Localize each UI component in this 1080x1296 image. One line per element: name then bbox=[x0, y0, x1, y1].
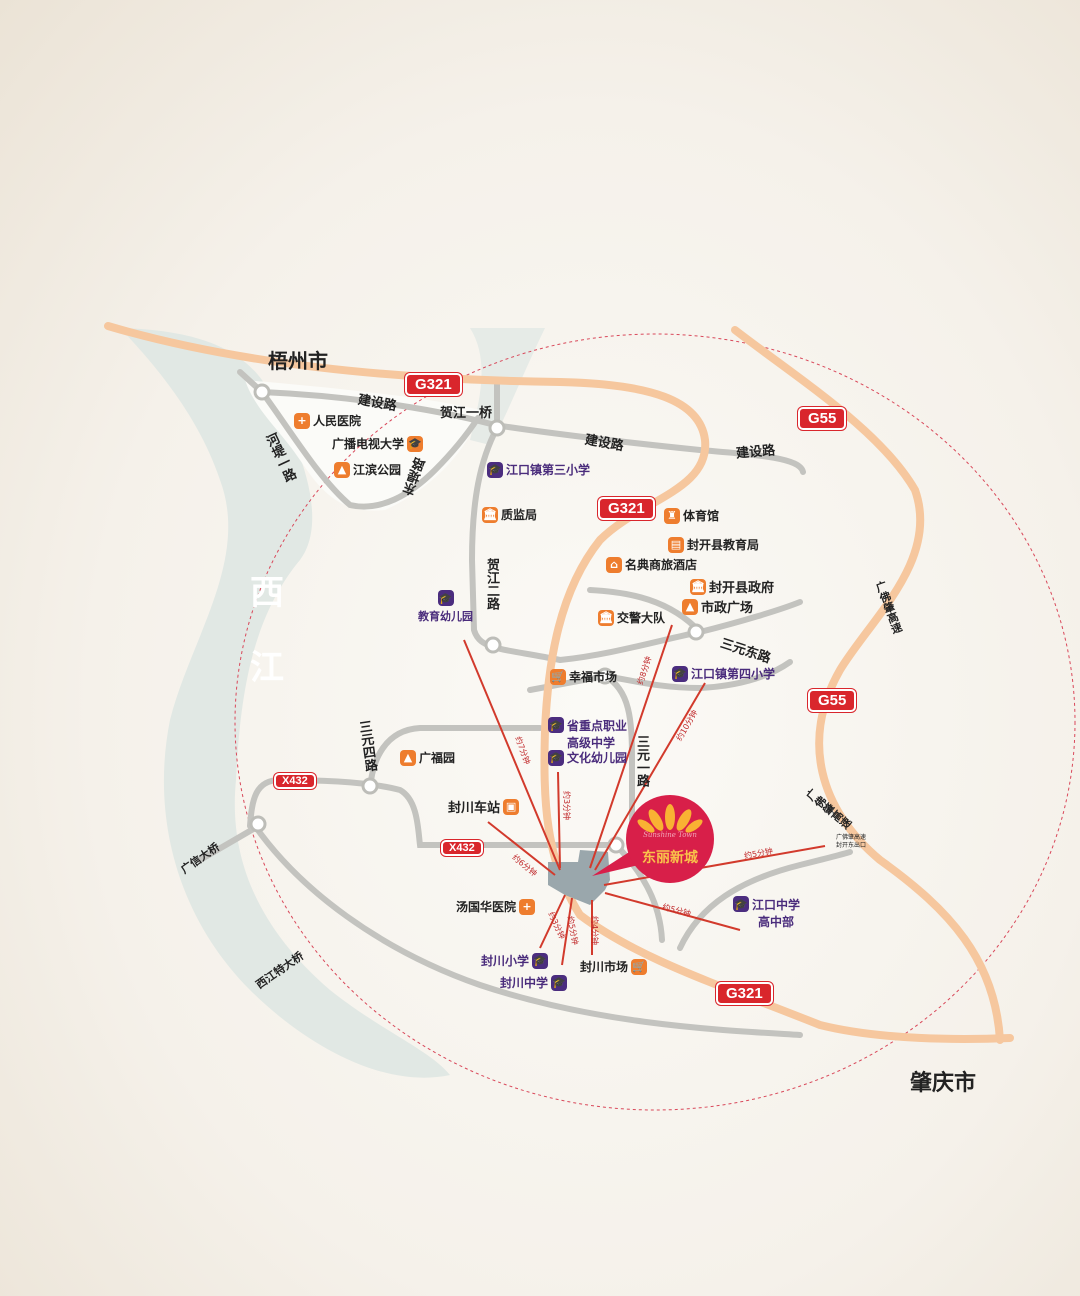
school-icon: 🎓 bbox=[487, 461, 503, 478]
poi-fengchuan-primary[interactable]: 封川小学🎓 bbox=[481, 952, 549, 969]
school-icon: 🎓 bbox=[548, 749, 564, 766]
arrow-to-school4 bbox=[594, 682, 706, 871]
project-site bbox=[548, 850, 610, 905]
arrow-to-jiangkou bbox=[604, 892, 741, 931]
g321-shield-2: G321 bbox=[598, 497, 655, 520]
x432-shield-1: X432 bbox=[274, 773, 316, 789]
poi-jiangbin-park[interactable]: ▲江滨公园 bbox=[334, 461, 401, 478]
river-label-2: 江 bbox=[250, 648, 284, 688]
poi-traffic-police[interactable]: 🏛交警大队 bbox=[598, 609, 666, 626]
x432-shield-2: X432 bbox=[441, 840, 483, 856]
school-icon: 🎓 bbox=[548, 717, 564, 733]
school-icon: 🎓 bbox=[437, 590, 454, 606]
hotel-icon: ⌂ bbox=[606, 556, 622, 573]
coverage-circle bbox=[234, 333, 1076, 1111]
poi-education-kindergarten[interactable]: 🎓教育幼儿园 bbox=[418, 590, 473, 623]
government-icon: 🏛 bbox=[482, 506, 498, 523]
roundabouts bbox=[249, 383, 705, 854]
xijiang-river bbox=[120, 328, 450, 1078]
hospital-icon: + bbox=[519, 898, 536, 915]
poi-people-hospital[interactable]: +人民医院 bbox=[294, 412, 361, 429]
arrow-to-wenhua bbox=[557, 771, 561, 869]
park-icon: ▲ bbox=[400, 749, 416, 766]
poi-quality-bureau[interactable]: 🏛质监局 bbox=[482, 506, 538, 523]
poi-vocational-school[interactable]: 🎓省重点职业高级中学 bbox=[548, 717, 628, 750]
poi-fengchuan-middle[interactable]: 封川中学🎓 bbox=[500, 974, 568, 991]
school-icon: 🎓 bbox=[532, 952, 549, 969]
poi-education-bureau[interactable]: ▤封开县教育局 bbox=[668, 536, 759, 553]
poi-stadium[interactable]: ♜体育馆 bbox=[664, 507, 719, 524]
road-sanyuan1: 三元一路 bbox=[634, 735, 649, 787]
expressway-exit-note: 广佛肇高速封开东出口 bbox=[836, 834, 867, 849]
stadium-icon: ♜ bbox=[664, 507, 680, 524]
arrow-to-station bbox=[487, 821, 556, 876]
time-label: 约4分钟 bbox=[590, 915, 600, 946]
hospital-icon: + bbox=[294, 412, 310, 429]
school-icon: 🎓 bbox=[407, 435, 424, 452]
school-icon: 🎓 bbox=[551, 974, 568, 991]
poi-hotel[interactable]: ⌂名典商旅酒店 bbox=[606, 556, 697, 573]
government-icon: 🏛 bbox=[690, 578, 706, 595]
park-icon: ▲ bbox=[682, 598, 698, 615]
poi-wenhua-kindergarten[interactable]: 🎓文化幼儿园 bbox=[548, 749, 628, 766]
cart-icon: 🛒 bbox=[631, 958, 648, 975]
g55-shield-2: G55 bbox=[808, 689, 857, 712]
arrow-to-fcmiddle bbox=[561, 897, 573, 966]
g321-shield-3: G321 bbox=[716, 982, 773, 1005]
poi-municipal-square[interactable]: ▲市政广场 bbox=[682, 597, 753, 616]
poi-fengchuan-market[interactable]: 封川市场🛒 bbox=[580, 958, 648, 975]
road-jianshe-3: 建设路 bbox=[735, 443, 776, 462]
government-icon: 🏛 bbox=[598, 609, 614, 626]
cart-icon: 🛒 bbox=[550, 668, 566, 685]
time-label: 约3分钟 bbox=[562, 790, 572, 821]
poi-school-3[interactable]: 🎓江口镇第三小学 bbox=[487, 461, 591, 478]
poi-jiangkou-high[interactable]: 🎓江口中学高中部 bbox=[733, 896, 801, 929]
park-icon: ▲ bbox=[334, 461, 350, 478]
poi-xingfu-market[interactable]: 🛒幸福市场 bbox=[550, 668, 618, 685]
city-wuzhou: 梧州市 bbox=[268, 349, 328, 373]
road-hejiang2: 贺江二路 bbox=[484, 558, 499, 610]
project-name: 东丽新城 bbox=[642, 850, 698, 866]
arrow-to-kindergarten bbox=[463, 639, 561, 871]
g55-shield-1: G55 bbox=[798, 407, 847, 430]
g321-shield-1: G321 bbox=[405, 373, 462, 396]
poi-county-government[interactable]: 🏛封开县政府 bbox=[690, 578, 775, 596]
city-zhaoqing: 肇庆市 bbox=[910, 1071, 977, 1096]
school-icon: 🎓 bbox=[672, 665, 688, 682]
project-logo: Sunshine Town 东丽新城 bbox=[626, 795, 714, 883]
arrow-to-jiaojing bbox=[589, 624, 673, 869]
river-label-1: 西 bbox=[250, 573, 284, 613]
local-roads bbox=[197, 369, 853, 1038]
arrow-to-exit bbox=[603, 845, 826, 886]
hejiang-river bbox=[470, 328, 545, 445]
poi-tv-university[interactable]: 广播电视大学🎓 bbox=[332, 435, 424, 452]
poi-tangguohua-hospital[interactable]: 汤国华医院+ bbox=[456, 898, 536, 915]
poi-fengchuan-station[interactable]: 封川车站▣ bbox=[448, 797, 520, 816]
arrow-to-fcprimary bbox=[539, 894, 566, 949]
school-icon: 🎓 bbox=[733, 896, 749, 912]
road-hejiang-bridge: 贺江一桥 bbox=[440, 406, 493, 421]
travel-arrows bbox=[463, 624, 826, 966]
bus-icon: ▣ bbox=[503, 798, 520, 815]
poi-school-4[interactable]: 🎓江口镇第四小学 bbox=[672, 665, 776, 682]
flower-icon bbox=[637, 804, 703, 833]
book-icon: ▤ bbox=[668, 536, 684, 553]
poi-guangfu-garden[interactable]: ▲广福园 bbox=[400, 749, 455, 766]
